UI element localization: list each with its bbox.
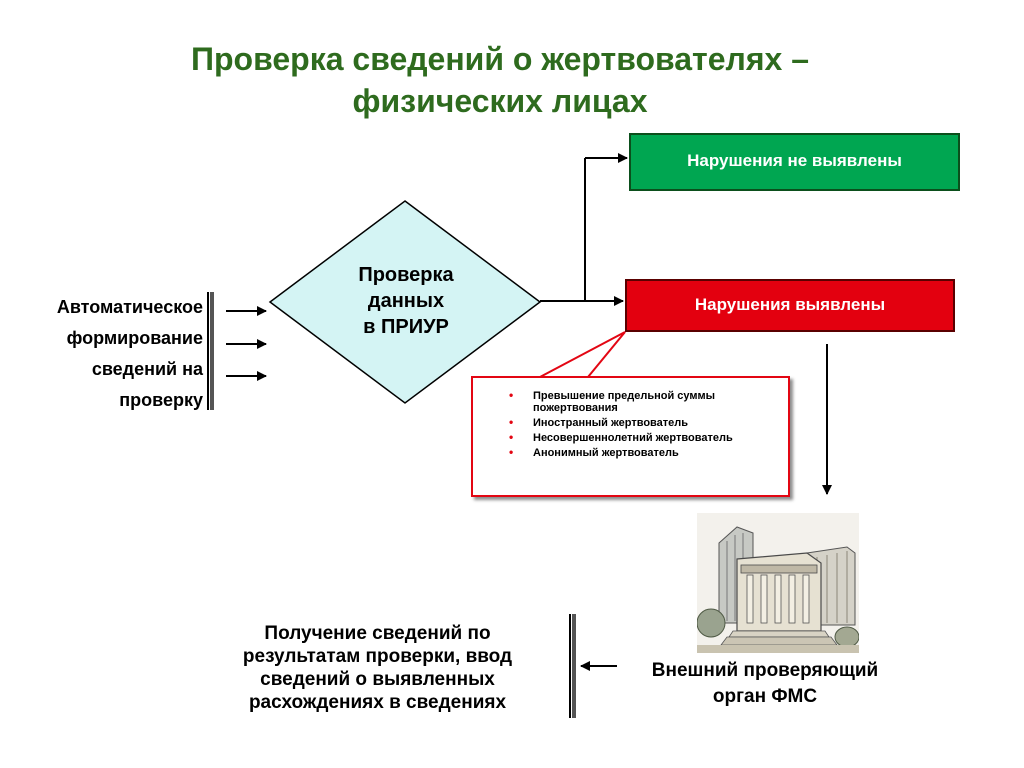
list-item: •Превышение предельной суммы пожертвован… (509, 388, 716, 414)
left-line-2: формирование (66, 328, 203, 348)
no-violations-box: Нарушения не выявлены (629, 133, 960, 191)
decision-label: Проверка данных в ПРИУР (326, 262, 486, 340)
violations-list-callout: •Превышение предельной суммы пожертвован… (471, 376, 790, 497)
bullet-icon: • (509, 445, 514, 459)
result-line-2: результатам проверки, ввод (242, 646, 513, 667)
left-line-3: сведений на (91, 359, 203, 379)
government-building-icon (697, 513, 859, 653)
list-item: •Иностранный жертвователь (509, 415, 689, 429)
list-item: •Анонимный жертвователь (509, 445, 679, 459)
decision-line-1: Проверка (358, 264, 454, 286)
bullet-icon: • (509, 415, 514, 429)
branch-connector (540, 158, 586, 302)
bullet-icon: • (509, 388, 514, 402)
title-line-2: физических лицах (352, 83, 648, 119)
violations-label: Нарушения выявлены (694, 295, 886, 314)
decision-line-3: в ПРИУР (363, 316, 449, 338)
list-item: •Несовершеннолетний жертвователь (509, 430, 733, 444)
fms-line-2: орган ФМС (712, 686, 818, 707)
result-line-1: Получение сведений по (264, 623, 491, 644)
no-violations-label: Нарушения не выявлены (687, 151, 902, 170)
fms-label: Внешний проверяющий орган ФМС (620, 658, 910, 710)
left-line-4: проверку (119, 390, 203, 410)
result-line-3: сведений о выявленных (260, 669, 495, 690)
callout-pointer (539, 331, 626, 378)
result-label: Получение сведений по результатам провер… (195, 622, 560, 714)
bullet-icon: • (509, 430, 514, 444)
slide-title: Проверка сведений о жертвователях – физи… (0, 38, 1000, 122)
violations-list: •Превышение предельной суммы пожертвован… (473, 378, 788, 459)
left-bracket (207, 292, 214, 410)
auto-generation-label: Автоматическое формирование сведений на … (0, 292, 203, 416)
result-line-4: расхождениях в сведениях (248, 692, 507, 713)
decision-line-2: данных (367, 290, 445, 312)
fms-line-1: Внешний проверяющий (651, 660, 879, 681)
decision-diamond (268, 200, 542, 404)
bottom-bracket (569, 614, 576, 718)
title-line-1: Проверка сведений о жертвователях – (191, 41, 809, 77)
violations-box: Нарушения выявлены (625, 279, 955, 332)
left-line-1: Автоматическое (56, 297, 203, 317)
